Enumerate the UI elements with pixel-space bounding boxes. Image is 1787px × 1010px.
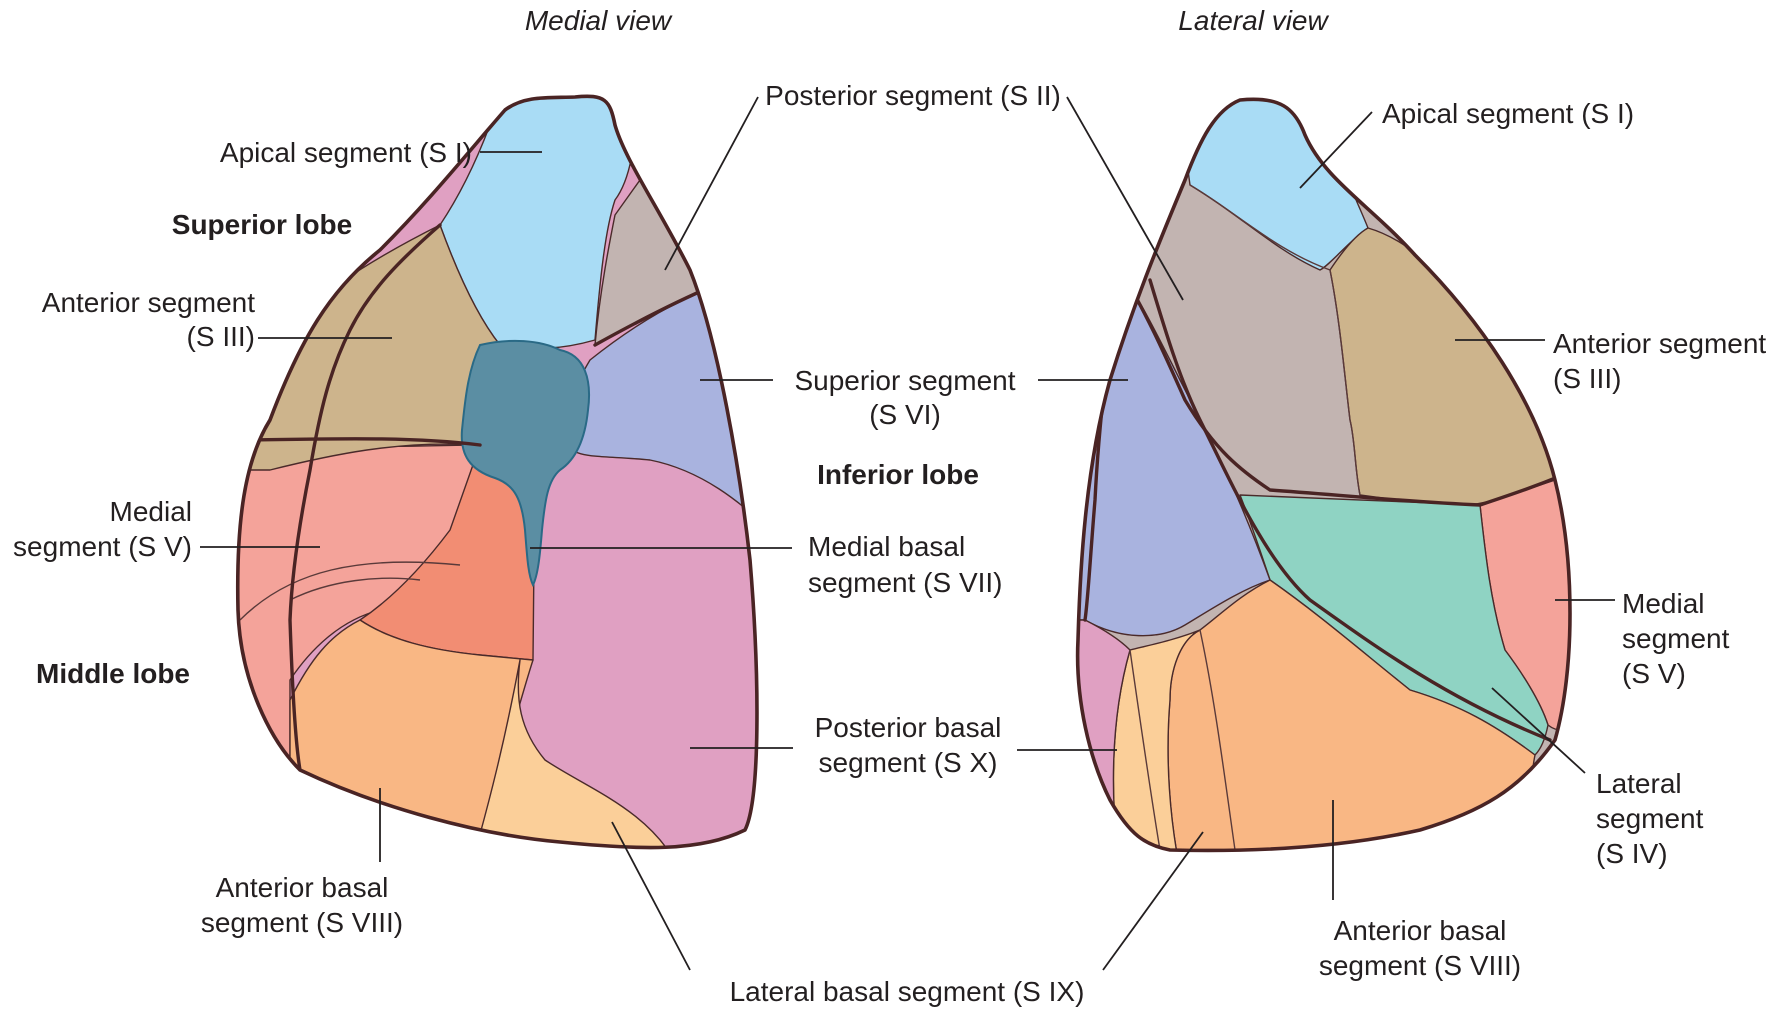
lateral-medial-label-line3: (S V): [1622, 658, 1686, 689]
lateral-basal-segment-six-region: [469, 659, 681, 848]
lateral-segment-label-line1: Lateral: [1596, 768, 1682, 799]
posterior-basal-label-line1: Posterior basal: [815, 712, 1002, 743]
medial-view-lung: [235, 94, 759, 850]
posterior-basal-label-line2: segment (S X): [819, 747, 998, 778]
inferior-lobe-label: Inferior lobe: [817, 459, 979, 490]
medial-anterior-basal-label-line1: Anterior basal: [216, 872, 389, 903]
text-labels: Medial view Lateral view Superior lobe I…: [13, 5, 1766, 1007]
lateral-anterior-label-line2: (S III): [1553, 363, 1621, 394]
medial-medial-label-line1: Medial: [110, 496, 192, 527]
superior-lobe-label: Superior lobe: [172, 209, 352, 240]
medial-superior-label-line1: Superior segment: [794, 365, 1015, 396]
lateral-view-lung: [1075, 97, 1572, 853]
medial-superior-label-line2: (S VI): [869, 399, 941, 430]
middle-lobe-label: Middle lobe: [36, 658, 190, 689]
lateral-view-title: Lateral view: [1178, 5, 1329, 36]
medial-anterior-label-line2: (S III): [187, 321, 255, 352]
hilum-region: [460, 339, 591, 588]
lateral-segment-label-line3: (S IV): [1596, 838, 1668, 869]
medial-apical-label: Apical segment (S I): [220, 137, 472, 168]
lateral-anterior-basal-label-line1: Anterior basal: [1334, 915, 1507, 946]
medial-posterior-label: Posterior segment (S II): [765, 80, 1061, 111]
lateral-segment-label-line2: segment: [1596, 803, 1704, 834]
lateral-anterior-basal-label-line2: segment (S VIII): [1319, 950, 1521, 981]
medial-anterior-basal-label-line2: segment (S VIII): [201, 907, 403, 938]
medial-basal-label-line2: segment (S VII): [808, 567, 1003, 598]
lateral-medial-label-line2: segment: [1622, 623, 1730, 654]
lateral-apical-label: Apical segment (S I): [1382, 98, 1634, 129]
lateral-medial-label-line1: Medial: [1622, 588, 1704, 619]
leader-lines: [200, 96, 1615, 971]
lateral-basal-label: Lateral basal segment (S IX): [730, 976, 1085, 1007]
medial-medial-label-line2: segment (S V): [13, 531, 192, 562]
medial-basal-label-line1: Medial basal: [808, 531, 965, 562]
lateral-anterior-segment-siii-region: [1329, 227, 1561, 508]
medial-anterior-label-line1: Anterior segment: [42, 287, 255, 318]
medial-view-title: Medial view: [525, 5, 673, 36]
lateral-anterior-label-line1: Anterior segment: [1553, 328, 1766, 359]
